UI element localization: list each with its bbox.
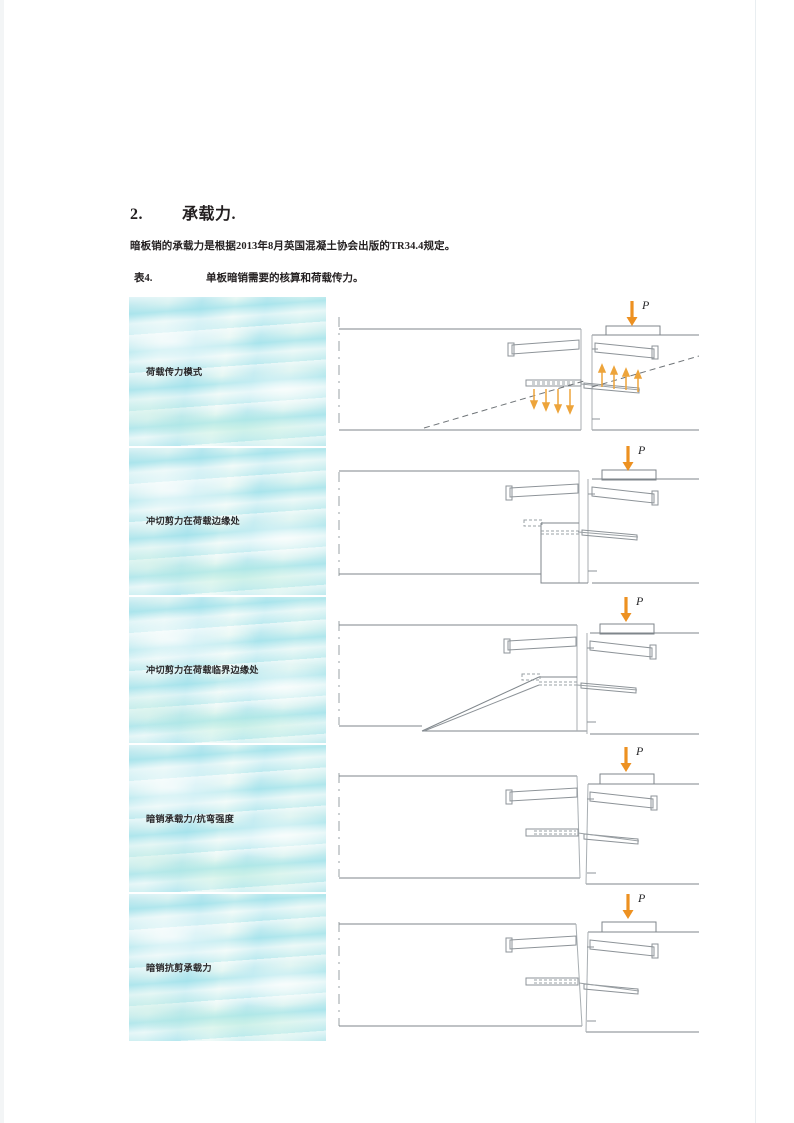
load-arrow-icon xyxy=(626,301,638,326)
row-divider xyxy=(129,594,326,597)
row-label-cell: 荷载传力模式 xyxy=(129,297,326,446)
table-caption-label: 表4. xyxy=(134,273,153,284)
load-label-P: P xyxy=(637,892,646,905)
row-label-cell: 暗销抗剪承载力 xyxy=(129,892,326,1041)
wash-highlights xyxy=(129,297,326,446)
row-figure-cell: P xyxy=(334,892,699,1041)
load-arrow-icon xyxy=(622,445,634,471)
row-figure-cell: P xyxy=(334,743,699,892)
wash-highlights xyxy=(129,594,326,744)
load-transfer-table: 荷载传力模式 xyxy=(129,297,699,1041)
diagram-dowel-shear-capacity: P xyxy=(338,892,699,1033)
table-row: 暗销抗剪承载力 xyxy=(129,892,699,1041)
section-title: 承载力. xyxy=(182,206,237,223)
load-label-P: P xyxy=(635,744,644,758)
table-caption: 表4. 单板暗销需要的核算和荷载传力。 xyxy=(134,270,364,285)
section-number: 2. xyxy=(130,206,143,223)
row-label-cell: 暗销承载力/抗弯强度 xyxy=(129,743,326,893)
downward-force-arrows xyxy=(529,389,575,415)
wash-highlights xyxy=(129,445,326,595)
row-label-cell: 冲切剪力在荷载临界边缘处 xyxy=(129,594,326,744)
load-arrow-icon xyxy=(620,747,632,773)
row-label-text: 冲切剪力在荷载边缘处 xyxy=(146,516,240,528)
load-label-P: P xyxy=(637,446,646,457)
load-arrow-icon xyxy=(622,894,634,920)
load-label-P: P xyxy=(635,595,644,608)
row-divider xyxy=(129,445,326,448)
row-figure-cell: P xyxy=(334,595,699,744)
diagram-punching-shear-at-load-edge: P xyxy=(338,445,699,584)
table-caption-text: 单板暗销需要的核算和荷载传力。 xyxy=(206,273,364,284)
wash-highlights xyxy=(129,892,326,1041)
diagram-dowel-bearing-bending-strength: P xyxy=(338,744,699,885)
row-divider xyxy=(129,743,326,746)
body-paragraph: 暗板销的承载力是根据2013年8月英国混凝土协会出版的TR34.4规定。 xyxy=(130,241,456,252)
load-arrow-icon xyxy=(620,596,632,622)
row-figure-cell: P xyxy=(334,297,699,446)
row-label-text: 暗销承载力/抗弯强度 xyxy=(146,813,235,825)
table-row: 荷载传力模式 xyxy=(129,297,699,446)
row-label-text: 暗销抗剪承载力 xyxy=(146,962,212,974)
row-figure-cell: P xyxy=(334,445,699,595)
row-label-text: 荷载传力模式 xyxy=(146,367,203,379)
table-row: 冲切剪力在荷载临界边缘处 xyxy=(129,594,699,744)
wash-highlights xyxy=(129,743,326,893)
row-label-text: 冲切剪力在荷载临界边缘处 xyxy=(146,664,259,676)
scan-artifact-left xyxy=(0,0,4,1123)
upward-force-arrows xyxy=(597,363,643,392)
table-row: 暗销承载力/抗弯强度 xyxy=(129,743,699,893)
load-label-P: P xyxy=(641,298,650,312)
table-row: 冲切剪力在荷载边缘处 xyxy=(129,445,699,595)
section-heading: 2. 承载力. xyxy=(130,200,236,224)
diagram-load-transfer-mechanism: P xyxy=(338,298,699,431)
row-divider xyxy=(129,892,326,895)
diagram-punching-shear-at-critical-perimeter: P xyxy=(338,595,699,735)
scan-artifact-line xyxy=(755,0,756,1123)
row-label-cell: 冲切剪力在荷载边缘处 xyxy=(129,445,326,595)
